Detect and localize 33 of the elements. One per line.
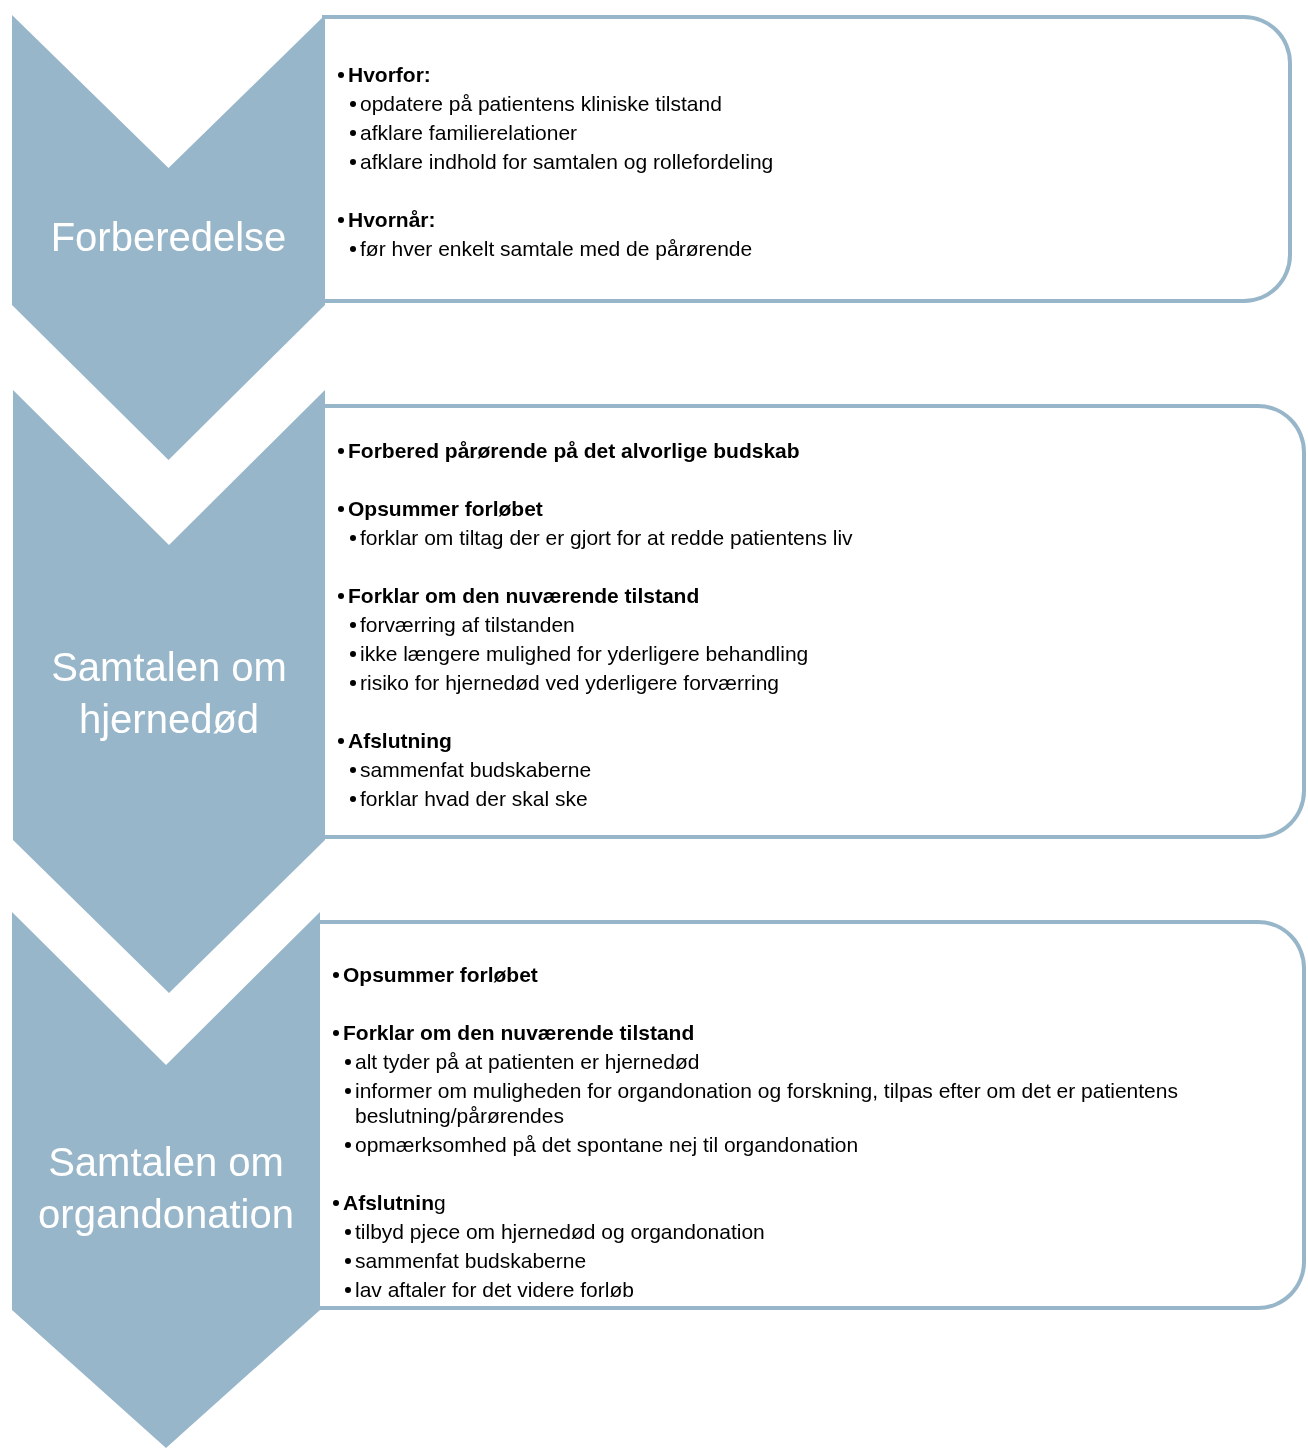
bullet-text: forklar hvad der skal ske xyxy=(360,786,589,811)
bullet-text: tilbyd pjece om hjernedød og organdonation xyxy=(355,1219,766,1244)
section-heading: Hvornår: xyxy=(348,207,437,232)
stage-title: Samtalen om hjernedød xyxy=(50,643,288,743)
section-heading: Forklar om den nuværende tilstand xyxy=(343,1020,696,1045)
bullet-text: lav aftaler for det videre forløb xyxy=(355,1277,635,1302)
process-step xyxy=(13,390,325,993)
section-heading: Opsummer forløbet xyxy=(348,496,544,521)
section-heading: Hvorfor: xyxy=(348,62,432,87)
content-panel xyxy=(322,404,1306,839)
bullet-text: ikke længere mulighed for yderligere behandling xyxy=(360,641,810,666)
bullet-text: alt tyder på at patienten er hjernedød xyxy=(355,1049,701,1074)
bullet-text: afklare familierelationer xyxy=(360,120,579,145)
bullet-text: afklare indhold for samtalen og rollefordeling xyxy=(360,149,775,174)
stage-title: Forberedelse xyxy=(49,213,288,261)
bullet-text: opmærksomhed på det spontane nej til organdonation xyxy=(355,1132,860,1157)
bullet-text: før hver enkelt samtale med de pårørende xyxy=(360,236,754,261)
process-step xyxy=(12,15,325,460)
stage-title: Samtalen om organdonation xyxy=(37,1138,295,1238)
bullet-text: sammenfat budskaberne xyxy=(355,1248,588,1273)
bullet-text: forværring af tilstanden xyxy=(360,612,576,637)
section-heading: Forbered pårørende på det alvorlige budskab xyxy=(348,438,801,463)
bullet-text: sammenfat budskaberne xyxy=(360,757,593,782)
bullet-text: risiko for hjernedød ved yderligere forværring xyxy=(360,670,780,695)
bullet-text: opdatere på patientens kliniske tilstand xyxy=(360,91,723,116)
bullet-text: forklar om tiltag der er gjort for at redde patientens liv xyxy=(360,525,854,550)
section-heading: Forklar om den nuværende tilstand xyxy=(348,583,701,608)
process-step xyxy=(12,912,320,1448)
section-heading: Opsummer forløbet xyxy=(343,962,539,987)
content-panel xyxy=(322,15,1292,303)
content-panel xyxy=(318,920,1306,1310)
section-heading: Afslutning xyxy=(343,1190,447,1215)
section-heading: Afslutning xyxy=(348,728,453,753)
